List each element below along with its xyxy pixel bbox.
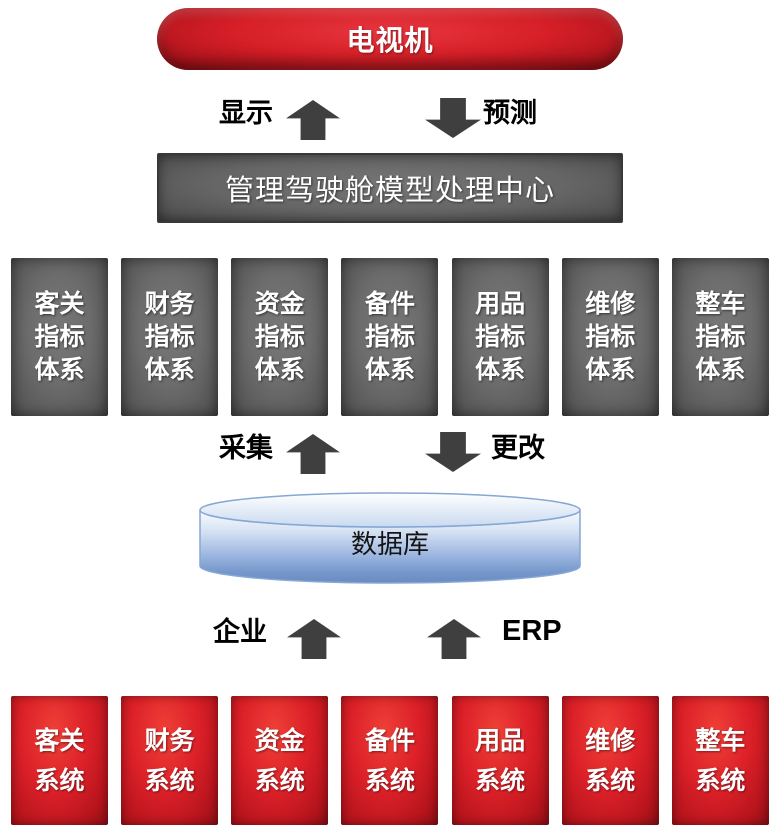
up-arrow-icon [287, 619, 341, 659]
indicator-box-line: 客关 [34, 289, 85, 318]
indicator-box-line: 资金 [254, 289, 305, 318]
indicator-box-line: 指标 [475, 322, 526, 351]
system-box-line: 财务 [144, 726, 195, 755]
indicator-box: 客关 指标 体系 [11, 258, 108, 416]
indicator-box-line: 体系 [695, 355, 746, 384]
indicator-box: 财务 指标 体系 [121, 258, 219, 416]
system-box-line: 资金 [254, 726, 305, 755]
indicator-box: 用品 指标 体系 [451, 258, 549, 416]
system-box: 客关 系统 [11, 696, 108, 825]
flow2-left-label: 采集 [219, 433, 273, 463]
indicator-box-line: 用品 [475, 289, 526, 318]
system-box-line: 客关 [34, 726, 85, 755]
indicator-box-line: 体系 [144, 355, 195, 384]
down-arrow-icon [425, 98, 481, 138]
indicator-box-line: 指标 [254, 322, 305, 351]
indicator-box-line: 体系 [475, 355, 526, 384]
indicator-box-line: 财务 [144, 289, 195, 318]
system-box-line: 系统 [364, 766, 415, 795]
up-arrow-icon [286, 434, 340, 474]
system-box-row: 客关 系统 财务 系统 资金 系统 备件 系统 用品 系统 维修 系统 整车 系… [11, 696, 769, 825]
system-box-line: 用品 [475, 726, 526, 755]
flow3-left-label: 企业 [213, 617, 267, 647]
indicator-box-line: 指标 [695, 322, 746, 351]
down-arrow-icon [425, 432, 481, 472]
system-box: 用品 系统 [451, 696, 549, 825]
indicator-box: 资金 指标 体系 [231, 258, 329, 416]
tv-label: 电视机 [346, 25, 434, 56]
indicator-box-line: 体系 [585, 355, 636, 384]
system-box-line: 系统 [144, 766, 195, 795]
system-box-line: 整车 [695, 726, 746, 755]
system-box-line: 维修 [585, 726, 636, 755]
indicator-box-line: 体系 [34, 355, 85, 384]
system-box: 资金 系统 [231, 696, 329, 825]
database-label: 数据库 [350, 529, 429, 559]
flow1-left-label: 显示 [219, 98, 273, 128]
system-box-line: 系统 [254, 766, 305, 795]
indicator-box-row: 客关 指标 体系 财务 指标 体系 资金 指标 体系 备件 指标 体系 用品 指… [11, 258, 769, 416]
indicator-box-line: 备件 [364, 289, 415, 318]
system-box-line: 系统 [585, 766, 636, 795]
flow1-right-label: 预测 [483, 98, 537, 128]
indicator-box-line: 指标 [364, 322, 415, 351]
database-cylinder [199, 492, 581, 584]
system-box-line: 系统 [34, 766, 85, 795]
system-box-line: 系统 [695, 766, 746, 795]
flow3-right-label: ERP [502, 615, 562, 647]
indicator-box-line: 体系 [364, 355, 415, 384]
indicator-box-line: 指标 [34, 322, 85, 351]
indicator-box: 备件 指标 体系 [341, 258, 439, 416]
indicator-box-line: 维修 [585, 289, 636, 318]
indicator-box-line: 指标 [144, 322, 195, 351]
indicator-box-line: 整车 [695, 289, 746, 318]
system-box: 备件 系统 [341, 696, 439, 825]
tv-node: 电视机 [157, 8, 623, 70]
up-arrow-icon [286, 100, 340, 140]
system-box-line: 系统 [475, 766, 526, 795]
indicator-box: 维修 指标 体系 [561, 258, 659, 416]
indicator-box-line: 体系 [254, 355, 305, 384]
indicator-box: 整车 指标 体系 [671, 258, 769, 416]
system-box: 财务 系统 [121, 696, 219, 825]
system-box-line: 备件 [364, 726, 415, 755]
processing-center-label: 管理驾驶舱模型处理中心 [224, 175, 555, 207]
flow2-right-label: 更改 [491, 433, 545, 463]
system-box: 整车 系统 [671, 696, 769, 825]
indicator-box-line: 指标 [585, 322, 636, 351]
system-box: 维修 系统 [561, 696, 659, 825]
up-arrow-icon [427, 619, 481, 659]
processing-center-node: 管理驾驶舱模型处理中心 [157, 153, 623, 223]
